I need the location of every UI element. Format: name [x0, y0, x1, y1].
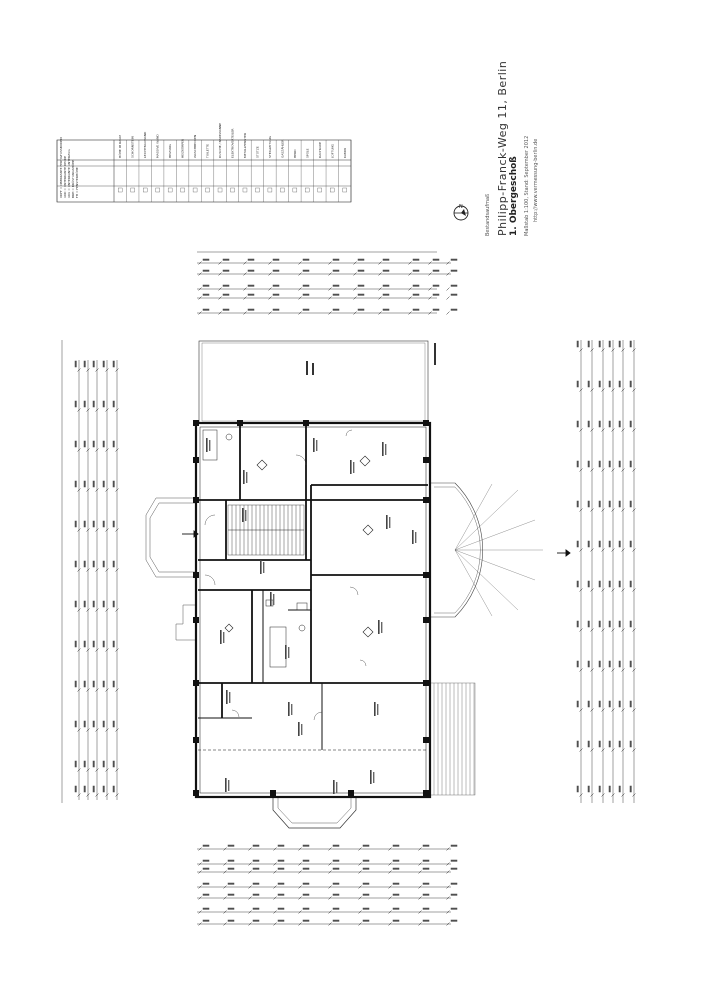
legend-item-label: STÜTZE [254, 146, 259, 158]
svg-text:N: N [459, 204, 463, 210]
staircase [227, 504, 305, 556]
legend-item-label: DUSCHE / BADEWANNE [218, 123, 222, 158]
legend-note: OKFF = OBERKANTE FERTIGFUSSBODEN [59, 137, 63, 198]
legend-symbol-icon [118, 187, 123, 193]
north-arrow-icon: N [453, 204, 469, 221]
legend-item-label: HÖHE IM RAUM [117, 135, 122, 158]
legend-item-label: ELEKTROVERTEILER [231, 128, 235, 158]
legend-item-label: METALLFENSTER [243, 133, 247, 158]
legend-item-label: HEIZUNG [168, 143, 172, 158]
legend-item-label: SPÜLE [304, 148, 309, 158]
right-dimension-chains [576, 340, 636, 803]
title-address: Philipp-Franck-Weg 11, Berlin [496, 60, 509, 236]
legend-item-label: SCHORNSTEIN [131, 136, 135, 158]
legend-item-label: STEIGLEITUNG [268, 135, 272, 158]
building-walls [194, 421, 432, 799]
legend-item-label: HERD [293, 149, 297, 158]
legend-symbol-icon [192, 187, 198, 193]
balcony-steps-right [429, 682, 476, 796]
legend-symbol-icon [280, 187, 285, 193]
bottom-dimension-chains [197, 844, 458, 926]
title-scale-date: Maßstab 1:100, Stand: September 2012 [524, 135, 530, 236]
legend-note: UKU = UNTERKANTE UNTERZUG [67, 149, 71, 198]
left-dimension-chains [61, 340, 119, 803]
legend-note: UKD = UNTERKANTE DECKE [63, 156, 67, 198]
title-floor: 1. Obergeschoß [509, 156, 519, 236]
room-height-markers [224, 455, 374, 638]
entry-arrow-icon [182, 530, 571, 557]
room-label-marks [206, 438, 417, 794]
bay-window-bottom [272, 796, 357, 829]
legend-symbol-icon [317, 187, 322, 193]
terrace-label-mark [306, 343, 436, 375]
legend-item-label: WASCHBECKEN [193, 135, 197, 158]
top-dimension-chains [197, 251, 458, 315]
legend-symbol-icon [305, 187, 310, 193]
roof-terrace-top [198, 340, 429, 424]
title-website: http://www.vermessung-berlin.de [533, 138, 539, 222]
legend-symbol-icon [292, 187, 298, 193]
legend-box: HÖHE IM RAUM SCHORNSTEIN LEICHTBAUWAND MASS… [56, 123, 352, 203]
legend-item-label: DACHLUKE [318, 142, 322, 158]
title-label: Bestandsaufmaß [485, 193, 491, 236]
legend-symbol-icon [330, 187, 335, 193]
legend-symbol-icon [242, 187, 248, 193]
legend-symbol-icon [267, 187, 273, 193]
legend-item-label: TOILETTE [206, 144, 210, 159]
interior-walls [198, 425, 430, 751]
legend-item-label: MASSIVE WAND [156, 134, 160, 158]
legend-symbol-icon [230, 187, 235, 193]
legend-symbol-icon [205, 187, 210, 193]
legend-note: BRH = BRÜSTUNGSHÖHE [70, 160, 75, 198]
legend-symbol-icon [143, 187, 148, 193]
legend-symbol-icon [167, 187, 173, 193]
legend-symbol-icon [342, 187, 347, 193]
legend-item-label: HEIZKÖRPER [180, 139, 185, 158]
legend-symbol-icon [130, 187, 135, 193]
sanitary-fixtures [202, 429, 308, 668]
legend-note: FH = FENSTERHÖHE [74, 167, 79, 198]
round-balcony [430, 482, 543, 618]
legend-symbol-icon [180, 187, 185, 193]
left-annex-roof [145, 497, 196, 641]
legend-item-label: LEICHTBAUWAND [143, 131, 147, 158]
door-swings [204, 429, 367, 721]
legend-item-label: KAMIN [343, 148, 347, 158]
legend-symbol-icon [155, 187, 160, 193]
legend-symbol-icon [217, 187, 223, 193]
wall-columns [193, 420, 429, 796]
legend-item-label: LÜFTUNG [329, 143, 334, 158]
legend-symbol-icon [255, 187, 260, 193]
legend-item-label: GASZÄHLER [279, 140, 284, 158]
